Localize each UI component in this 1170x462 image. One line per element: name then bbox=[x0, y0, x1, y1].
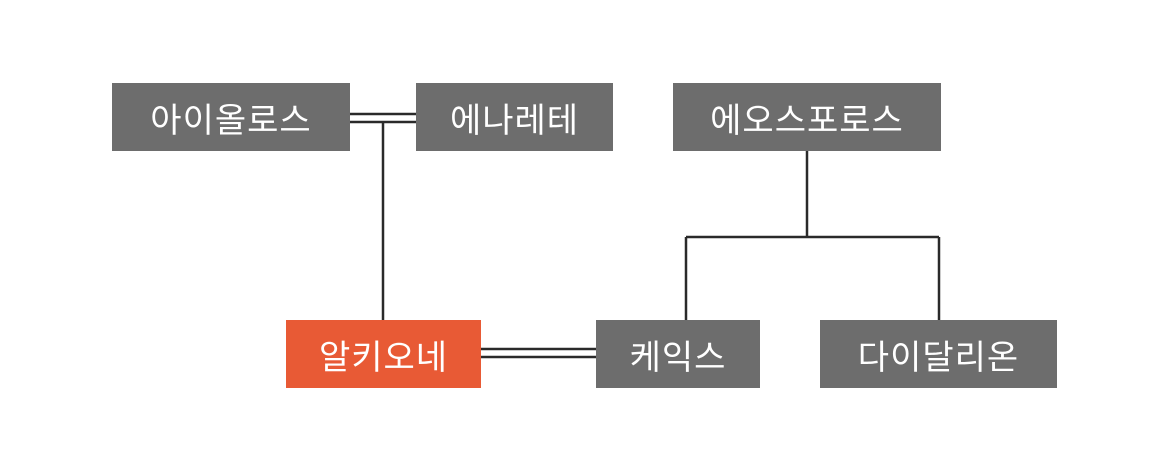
node-enarete: 에나레테 bbox=[416, 83, 613, 151]
node-keyx: 케익스 bbox=[596, 320, 760, 388]
node-alkyone: 알키오네 bbox=[286, 320, 481, 388]
node-eosphoros: 에오스포로스 bbox=[673, 83, 941, 151]
node-daidalion: 다이달리온 bbox=[820, 320, 1057, 388]
node-aiolos: 아이올로스 bbox=[112, 83, 350, 151]
